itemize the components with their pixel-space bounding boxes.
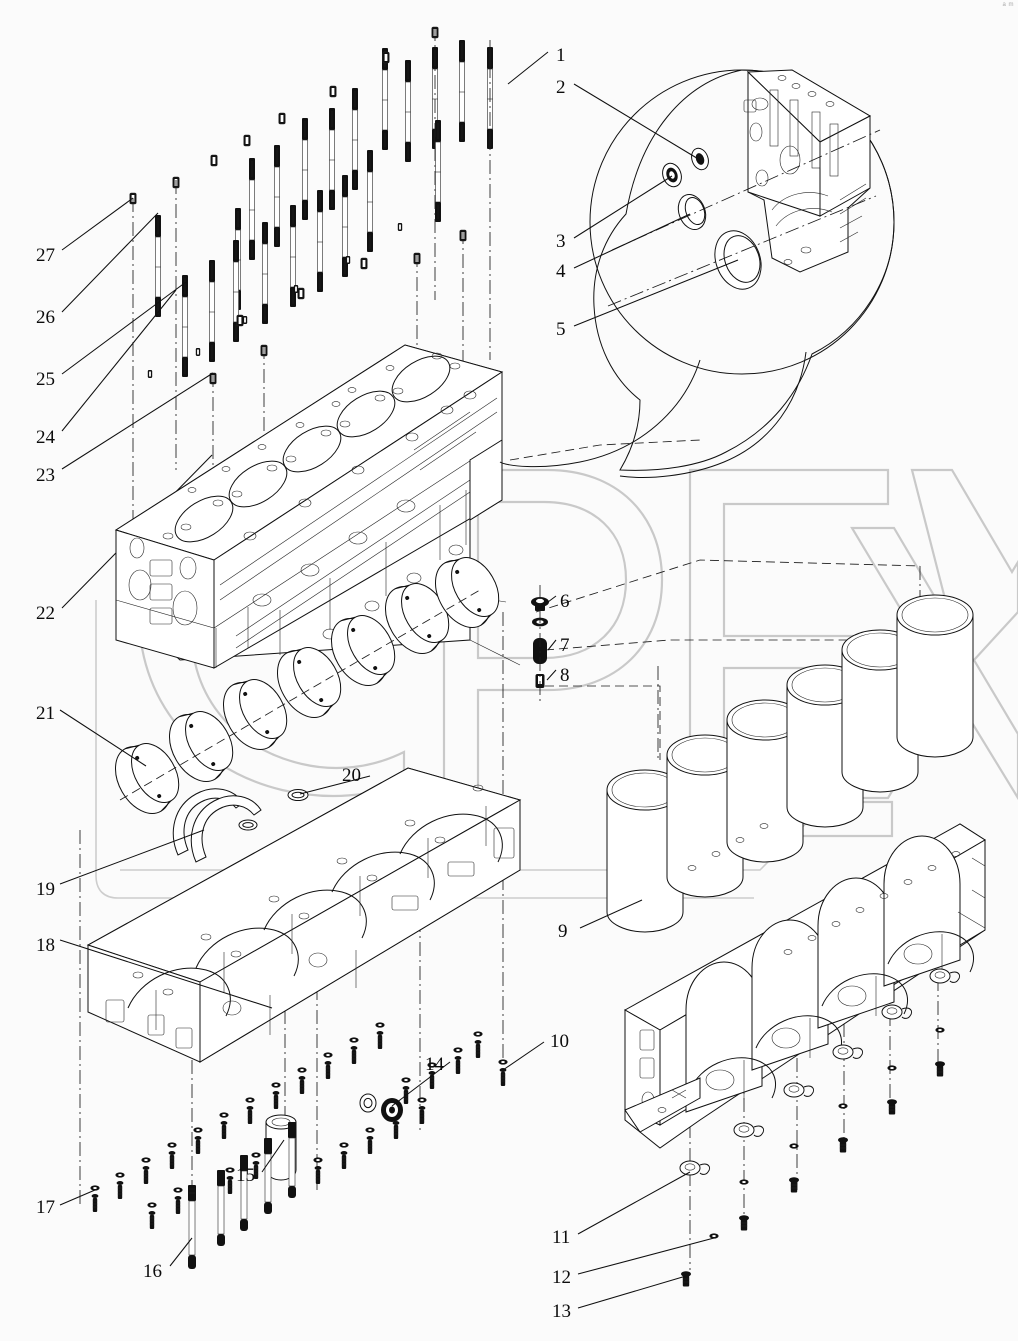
cylinder-head-stud-array: [129, 26, 494, 385]
callout-24[interactable]: 24: [36, 427, 55, 448]
leader-lines-nozzle: [546, 595, 557, 681]
callout-26[interactable]: 26: [36, 307, 55, 328]
callout-17[interactable]: 17: [36, 1197, 55, 1218]
front-cover-housing: [743, 69, 872, 273]
callout-1[interactable]: 1: [556, 45, 566, 66]
main-bearing-shell-row: [115, 557, 500, 814]
main-bearing-cap-bolt-row-long: [188, 1122, 296, 1269]
callout-20[interactable]: 20: [342, 765, 361, 786]
bearing-cap-bolt-row: [679, 968, 961, 1287]
callout-11[interactable]: 11: [552, 1227, 571, 1248]
cylinder-block-lower-cutaway: [623, 823, 986, 1149]
leader-lines-detail: [507, 51, 739, 327]
callout-23[interactable]: 23: [36, 465, 55, 486]
callout-6[interactable]: 6: [560, 591, 570, 612]
main-bearing-girdle: [86, 767, 522, 1063]
leader-lines-lower: [59, 709, 715, 1309]
o-ring: [677, 194, 707, 230]
callout-15[interactable]: 15: [236, 1165, 255, 1186]
callout-18[interactable]: 18: [36, 935, 55, 956]
corner-mark: a m: [1002, 2, 1014, 8]
cylinder-block: [114, 344, 504, 669]
cylinder-liner-row: [579, 594, 974, 933]
fastener-field: [90, 1022, 508, 1269]
callout-21[interactable]: 21: [36, 703, 55, 724]
callout-22[interactable]: 22: [36, 603, 55, 624]
bushing: [662, 162, 682, 188]
o-ring-seal: [238, 789, 309, 831]
callout-8[interactable]: 8: [560, 665, 570, 686]
seal-ring: [691, 147, 709, 171]
callout-12[interactable]: 12: [552, 1267, 571, 1288]
piston-cooling-nozzle-assembly: [531, 585, 549, 705]
callout-7[interactable]: 7: [560, 635, 570, 656]
callout-19[interactable]: 19: [36, 879, 55, 900]
callout-14[interactable]: 14: [425, 1054, 444, 1075]
callout-2[interactable]: 2: [556, 77, 566, 98]
callout-4[interactable]: 4: [556, 261, 566, 282]
callout-25[interactable]: 25: [36, 369, 55, 390]
callout-9[interactable]: 9: [558, 921, 568, 942]
callout-16[interactable]: 16: [143, 1261, 162, 1282]
callout-13[interactable]: 13: [552, 1301, 571, 1322]
callout-10[interactable]: 10: [550, 1031, 569, 1052]
thrust-washer-half: [172, 788, 262, 863]
callout-3[interactable]: 3: [556, 231, 566, 252]
oil-nozzle-bushing: [359, 1093, 403, 1122]
callout-27[interactable]: 27: [36, 245, 55, 266]
callout-5[interactable]: 5: [556, 319, 566, 340]
